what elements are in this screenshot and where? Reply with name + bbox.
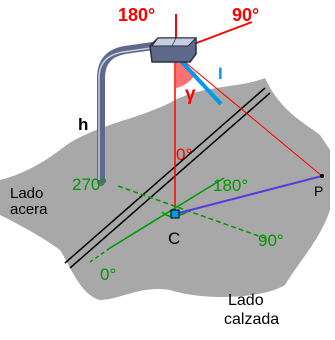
label-90-top: 90° [232,5,259,25]
label-intensity: I [218,64,223,83]
label-90-ground: 90° [258,231,284,250]
axis-180-0 [109,177,225,249]
label-180-ground: 180° [213,176,248,195]
c-to-p-line [174,175,323,215]
label-270: 270° [72,175,107,194]
gamma-sector [176,58,196,88]
label-roadway-1: Lado [228,292,264,309]
label-roadway-2: calzada [224,311,279,328]
label-0-vertical: 0° [176,145,192,164]
axis-270-90 [117,185,271,241]
lamp-head-grid [171,37,177,47]
label-gamma: γ [185,84,196,105]
label-0-ground: 0° [100,265,116,284]
label-sidewalk-2: acera [10,201,48,218]
label-sidewalk-1: Lado [10,185,43,202]
road-edge-line [64,87,266,264]
lamp-pole-highlight [98,46,159,180]
light-ray-to-p [179,57,323,177]
ground-area [0,78,330,300]
label-180-top: 180° [118,5,155,25]
label-point-p: P [314,183,323,199]
road-edge-line [69,92,271,269]
label-height: h [78,115,88,134]
label-point-c: C [168,229,180,248]
intensity-vector [178,58,223,106]
point-p-marker [320,174,324,178]
point-c-marker [170,209,180,219]
